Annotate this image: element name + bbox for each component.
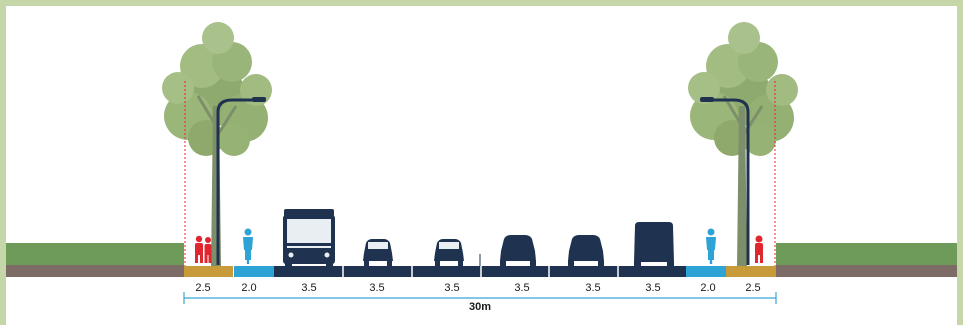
width-label-lane-1: 3.5 [301,282,317,294]
width-label-lane-5: 3.5 [585,282,601,294]
tree-icon [686,20,800,268]
total-width-label: 30m [468,301,492,313]
width-label-cycle-right: 2.0 [700,282,716,294]
width-label-cycle-left: 2.0 [241,282,257,294]
width-label-lane-3: 3.5 [444,282,460,294]
car-icon [434,239,464,266]
width-label-lane-2: 3.5 [369,282,385,294]
right-verge [776,243,957,277]
width-label-footpath-left: 2.5 [195,282,211,294]
width-label-footpath-right: 2.5 [745,282,761,294]
lane-dividers [342,266,619,277]
street-light-icon [700,97,750,265]
street-cross-section [6,20,957,304]
pedestrian-icon [195,235,212,263]
left-cycle-lane [234,266,274,277]
road-carriageway [274,266,686,277]
street-light-icon [216,97,266,265]
cyclist-icon [243,228,253,264]
dimension-line [183,292,777,304]
bus-icon [283,209,335,267]
width-label-lane-6: 3.5 [645,282,661,294]
pedestrian-icon [755,235,763,263]
car-icon [568,235,604,266]
width-label-lane-4: 3.5 [514,282,530,294]
diagram-frame: 2.5 2.0 3.5 3.5 3.5 3.5 3.5 3.5 2.0 2.5 … [6,6,957,325]
car-icon [634,222,674,268]
left-footpath [184,266,233,277]
car-icon [500,235,536,266]
right-cycle-lane [686,266,726,277]
car-icon [363,239,393,266]
right-footpath [726,266,776,277]
cyclist-icon [706,228,716,264]
left-verge [6,243,184,277]
